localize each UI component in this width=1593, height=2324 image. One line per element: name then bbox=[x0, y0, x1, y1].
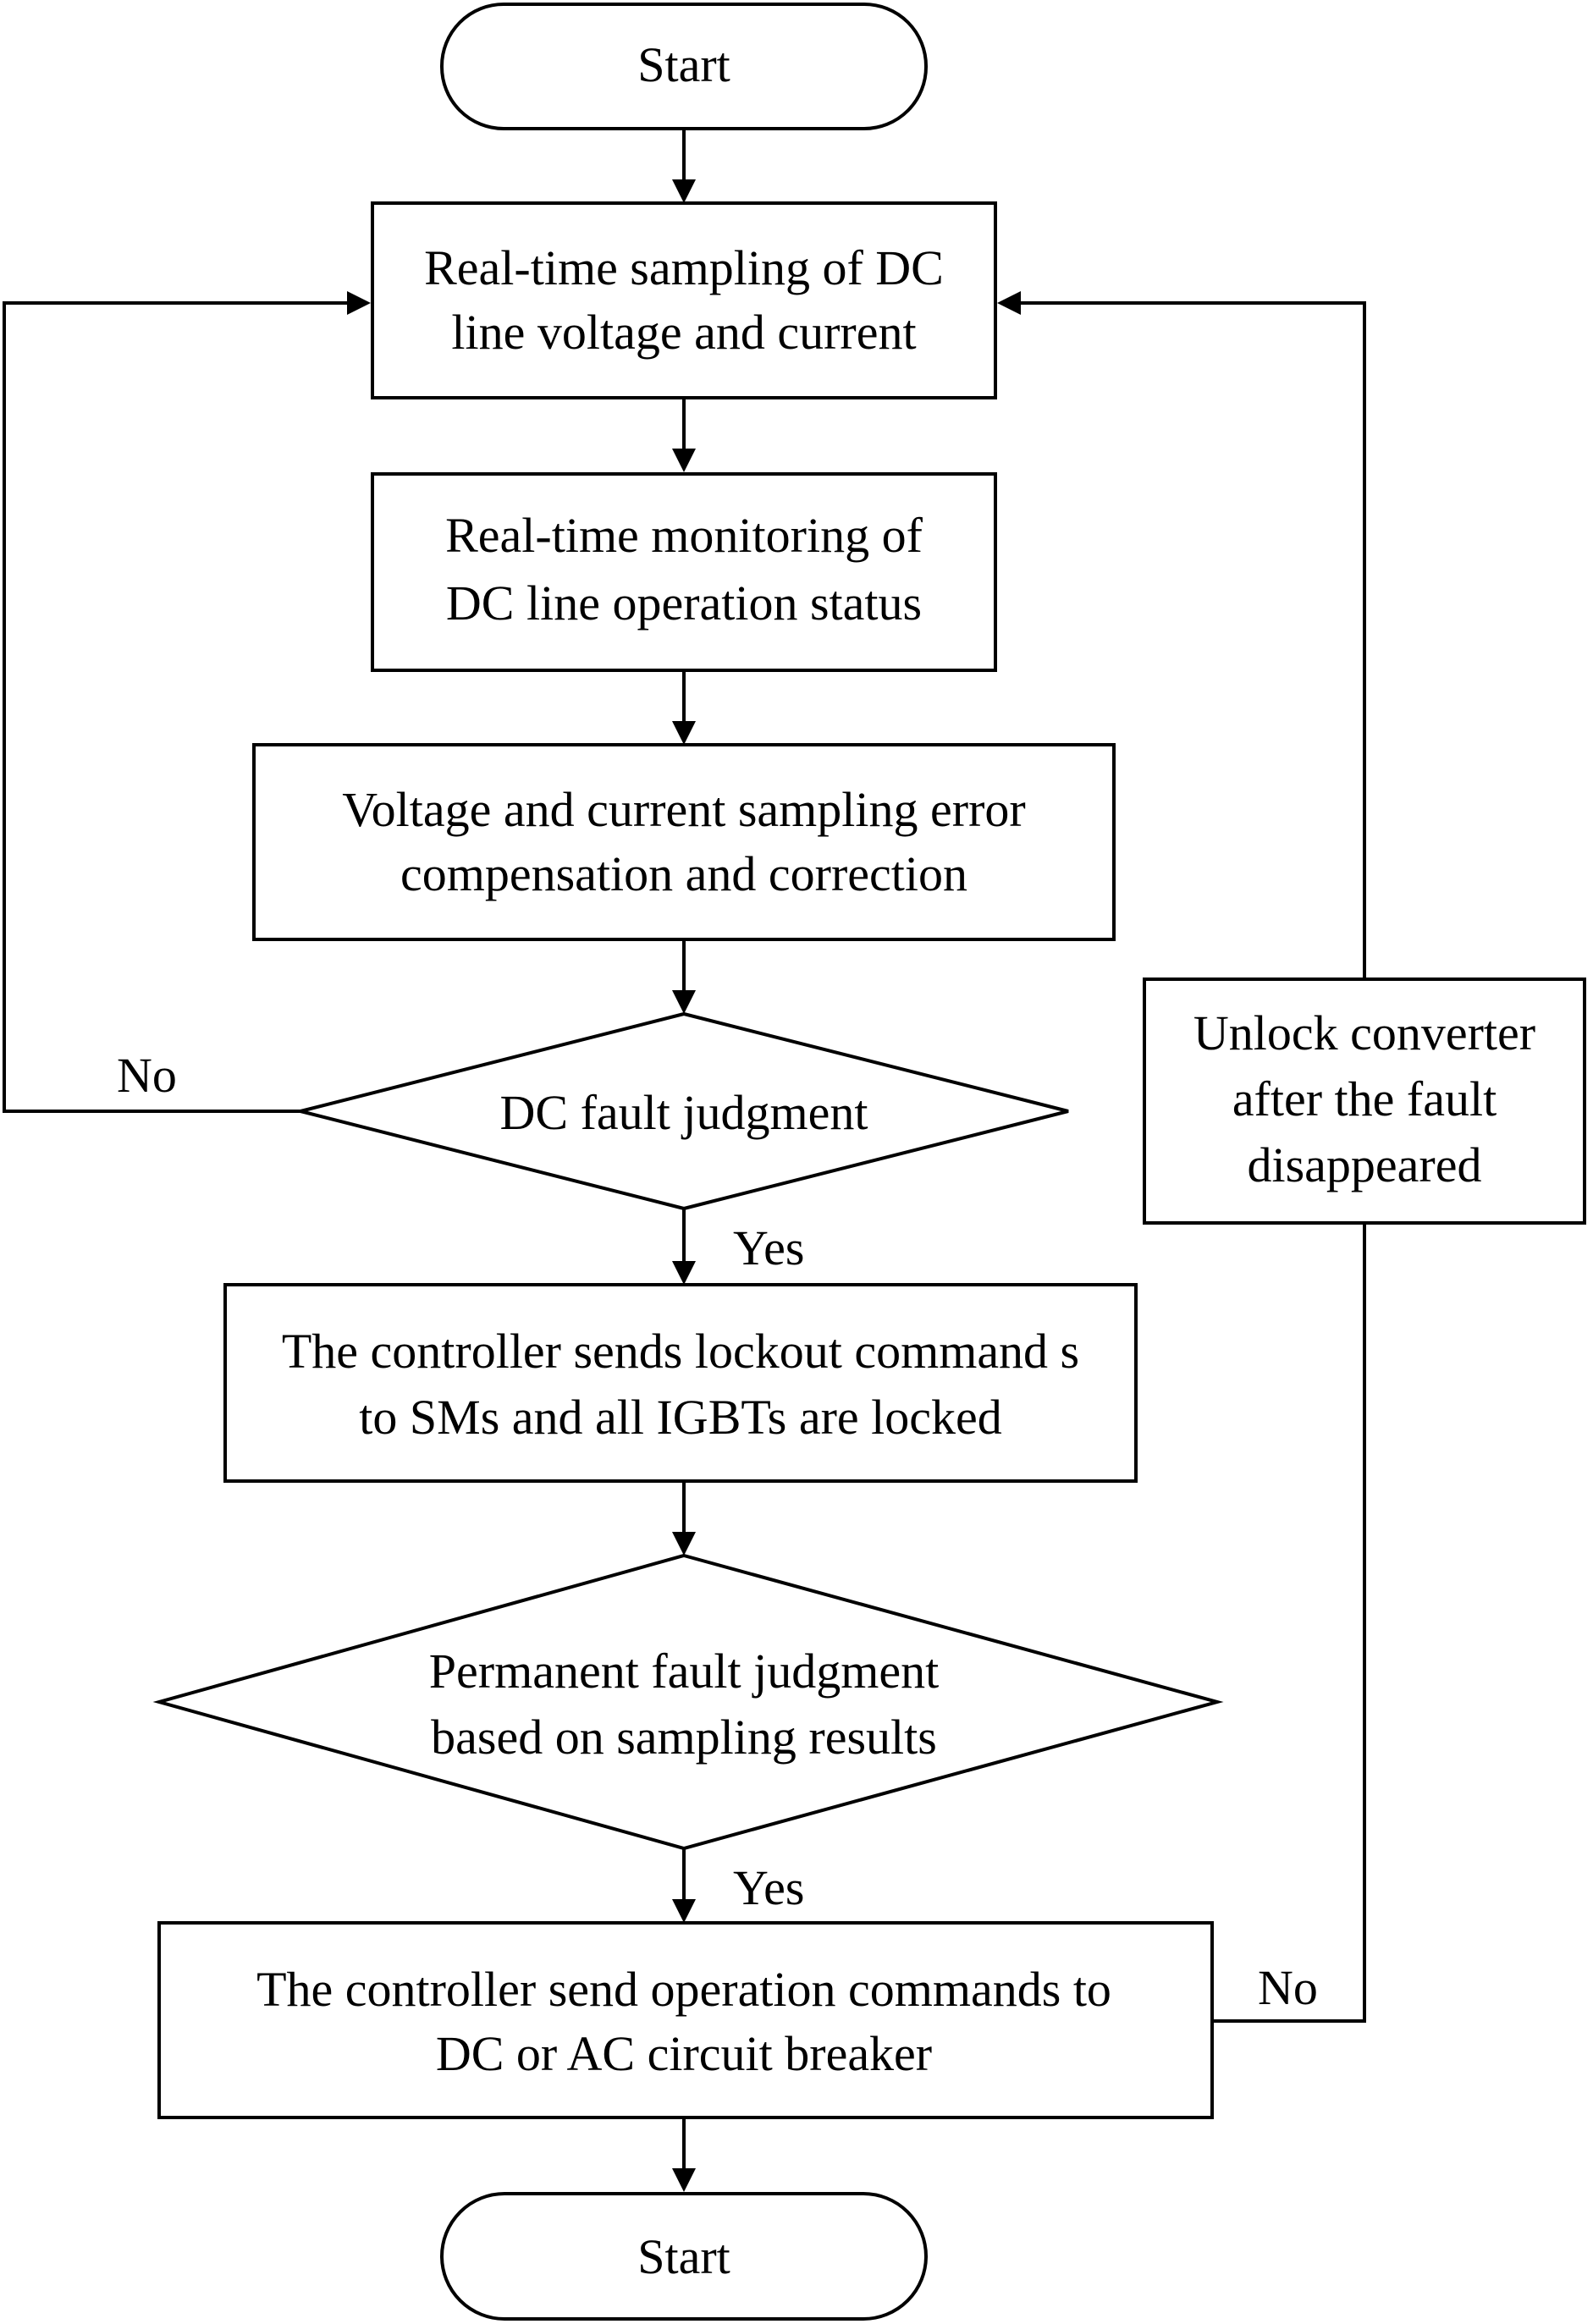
sampling-box: Real-time sampling of DC line voltage an… bbox=[371, 201, 997, 399]
edge-unlock-to-sampling bbox=[1016, 301, 1366, 979]
breaker-line-2: DC or AC circuit breaker bbox=[436, 2026, 932, 2081]
edge-breaker-no-to-unlock bbox=[1212, 1223, 1366, 2023]
permanent-judgment-decision: Permanent fault judgment based on sampli… bbox=[152, 1553, 1224, 1851]
process-shape bbox=[157, 1921, 1214, 2119]
arrowhead-no-loop bbox=[347, 291, 371, 315]
process-shape bbox=[223, 1283, 1138, 1483]
arrowhead-end bbox=[672, 2168, 696, 2192]
terminal-shape bbox=[440, 2192, 928, 2321]
start-top-label: Start bbox=[637, 37, 730, 92]
monitoring-box: Real-time monitoring of DC line operatio… bbox=[371, 472, 997, 672]
terminal-shape bbox=[440, 3, 928, 130]
unlock-line-3: disappeared bbox=[1248, 1137, 1482, 1192]
sampling-line-2: line voltage and current bbox=[451, 305, 916, 360]
lockout-box: The controller sends lockout command s t… bbox=[223, 1283, 1138, 1483]
process-shape bbox=[371, 472, 997, 672]
fault-judgment-decision: DC fault judgment bbox=[300, 1011, 1069, 1211]
edge-fault-no-loop bbox=[3, 301, 352, 1113]
arrowhead-monitoring bbox=[672, 449, 696, 472]
permanent-line-1: Permanent fault judgment bbox=[429, 1644, 939, 1699]
lockout-line-2: to SMs and all IGBTs are locked bbox=[359, 1390, 1001, 1445]
unlock-line-1: Unlock converter bbox=[1193, 1005, 1535, 1060]
permanent-line-2: based on sampling results bbox=[431, 1710, 937, 1765]
monitoring-line-1: Real-time monitoring of bbox=[445, 508, 923, 563]
sampling-line-1: Real-time sampling of DC bbox=[424, 240, 944, 295]
permanent-yes-label: Yes bbox=[733, 1860, 804, 1915]
arrowhead-unlock-return bbox=[997, 291, 1021, 315]
arrowhead-lockout bbox=[672, 1261, 696, 1285]
unlock-box: Unlock converter after the fault disappe… bbox=[1143, 978, 1586, 1225]
decision-shape bbox=[152, 1553, 1224, 1851]
decision-shape bbox=[300, 1011, 1069, 1211]
breaker-command-box: The controller send operation commands t… bbox=[157, 1921, 1214, 2119]
fault-yes-label: Yes bbox=[733, 1220, 804, 1275]
compensation-box: Voltage and current sampling error compe… bbox=[252, 743, 1116, 941]
arrowhead-compensation bbox=[672, 721, 696, 745]
start-node-bottom: Start bbox=[440, 2192, 928, 2321]
process-shape bbox=[252, 743, 1116, 941]
connectors bbox=[3, 129, 1366, 2192]
arrowhead-breaker bbox=[672, 1899, 696, 1923]
arrowhead-permanent bbox=[672, 1532, 696, 1556]
arrowhead-fault bbox=[672, 990, 696, 1014]
permanent-no-label: No bbox=[1258, 1960, 1318, 2015]
monitoring-line-2: DC line operation status bbox=[446, 575, 922, 631]
fault-judgment-label: DC fault judgment bbox=[500, 1085, 868, 1140]
arrowhead-sampling bbox=[672, 179, 696, 203]
breaker-line-1: The controller send operation commands t… bbox=[256, 1962, 1111, 2017]
start-bottom-label: Start bbox=[637, 2229, 730, 2284]
start-node-top: Start bbox=[440, 3, 928, 130]
fault-no-label: No bbox=[117, 1048, 177, 1103]
compensation-line-2: compensation and correction bbox=[400, 846, 967, 901]
process-shape bbox=[1143, 978, 1586, 1225]
compensation-line-1: Voltage and current sampling error bbox=[342, 782, 1025, 837]
lockout-line-1: The controller sends lockout command s bbox=[282, 1324, 1079, 1379]
process-shape bbox=[371, 201, 997, 399]
unlock-line-2: after the fault bbox=[1232, 1071, 1497, 1126]
